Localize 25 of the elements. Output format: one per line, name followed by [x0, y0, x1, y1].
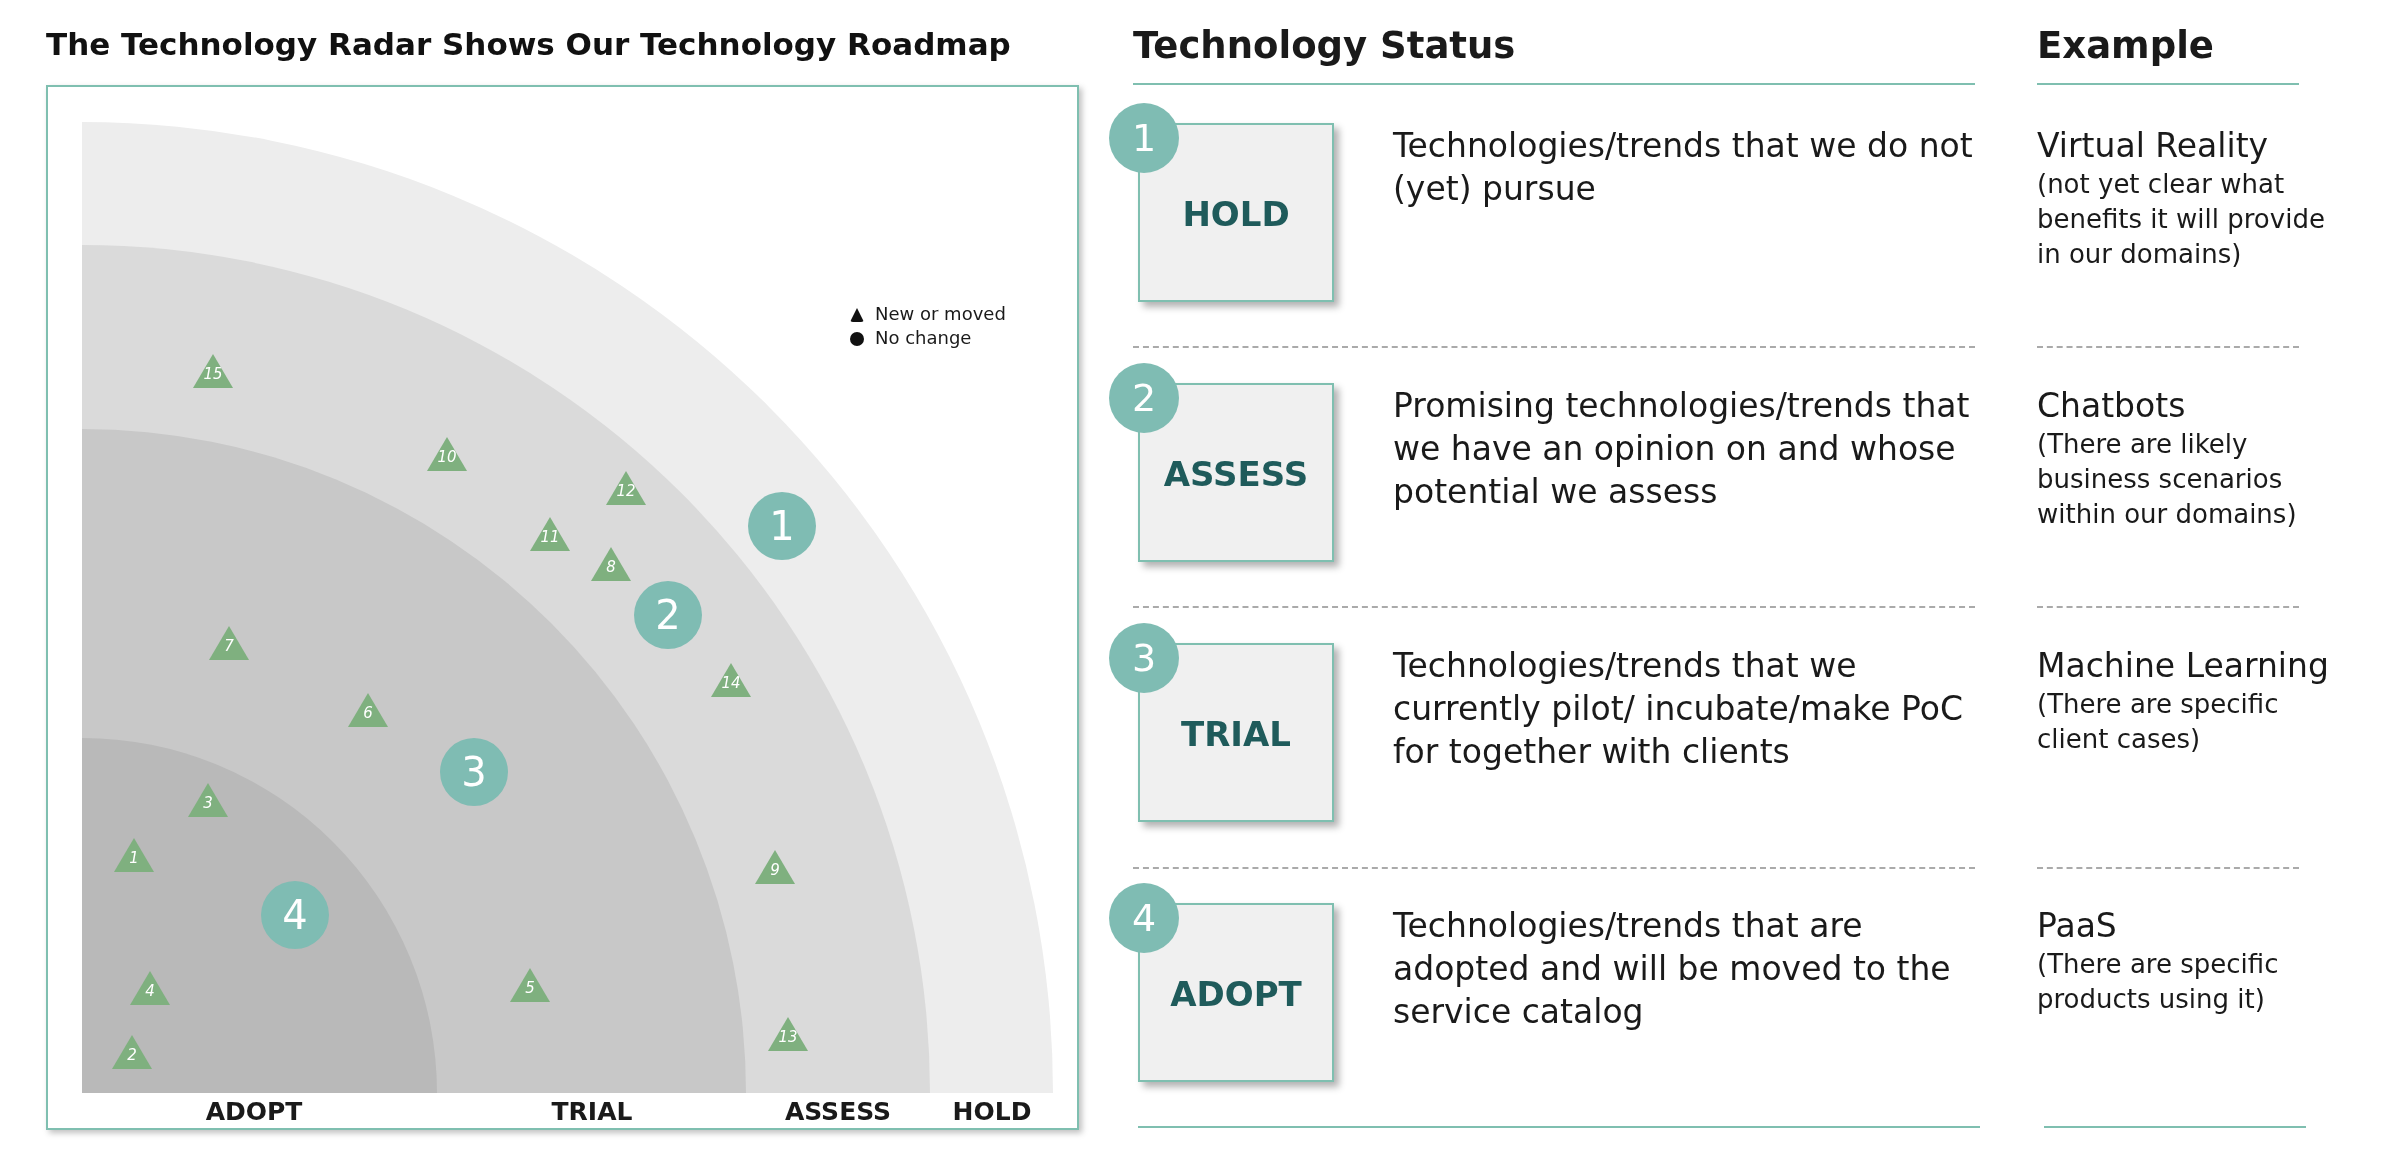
- number-circle: 3: [1109, 623, 1179, 693]
- number-circle: 4: [1109, 883, 1179, 953]
- column-header: Technology Status: [1133, 24, 1516, 67]
- legend-text: No change: [875, 327, 972, 348]
- example-note: (There are likely business scenarios within our domains): [2037, 428, 2298, 531]
- example-note: (There are specific client cases): [2037, 688, 2280, 756]
- example-name: Virtual Reality: [2037, 125, 2270, 167]
- ring-label: TRIAL: [550, 1097, 634, 1126]
- ring-label: ADOPT: [204, 1097, 304, 1126]
- ring-label: HOLD: [951, 1097, 1033, 1126]
- ring-label: ASSESS: [783, 1097, 893, 1126]
- example-note: (There are specific products using it): [2037, 948, 2280, 1016]
- status-description: Technologies/trends that are adopted and will be moved to the service catalog: [1393, 905, 1952, 1033]
- status-description: Promising technologies/trends that we have an opinion on and whose potential we assess: [1393, 385, 1971, 513]
- example-name: Chatbots: [2037, 385, 2187, 427]
- number-circle: 1: [1109, 103, 1179, 173]
- status-description: Technologies/trends that we currently pilot/ incubate/make PoC for together with clients: [1393, 645, 1964, 773]
- number-circle: 2: [1109, 363, 1179, 433]
- example-note: (not yet clear what benefits it will provide in our domains): [2037, 168, 2326, 271]
- example-name: Machine Learning: [2037, 645, 2330, 687]
- status-description: Technologies/trends that we do not (yet) pursue: [1393, 125, 1974, 210]
- example-name: PaaS: [2037, 905, 2118, 947]
- column-header: Example: [2037, 24, 2214, 67]
- legend-text: New or moved: [875, 303, 1006, 324]
- page-title: The Technology Radar Shows Our Technology Roadmap: [46, 26, 1011, 62]
